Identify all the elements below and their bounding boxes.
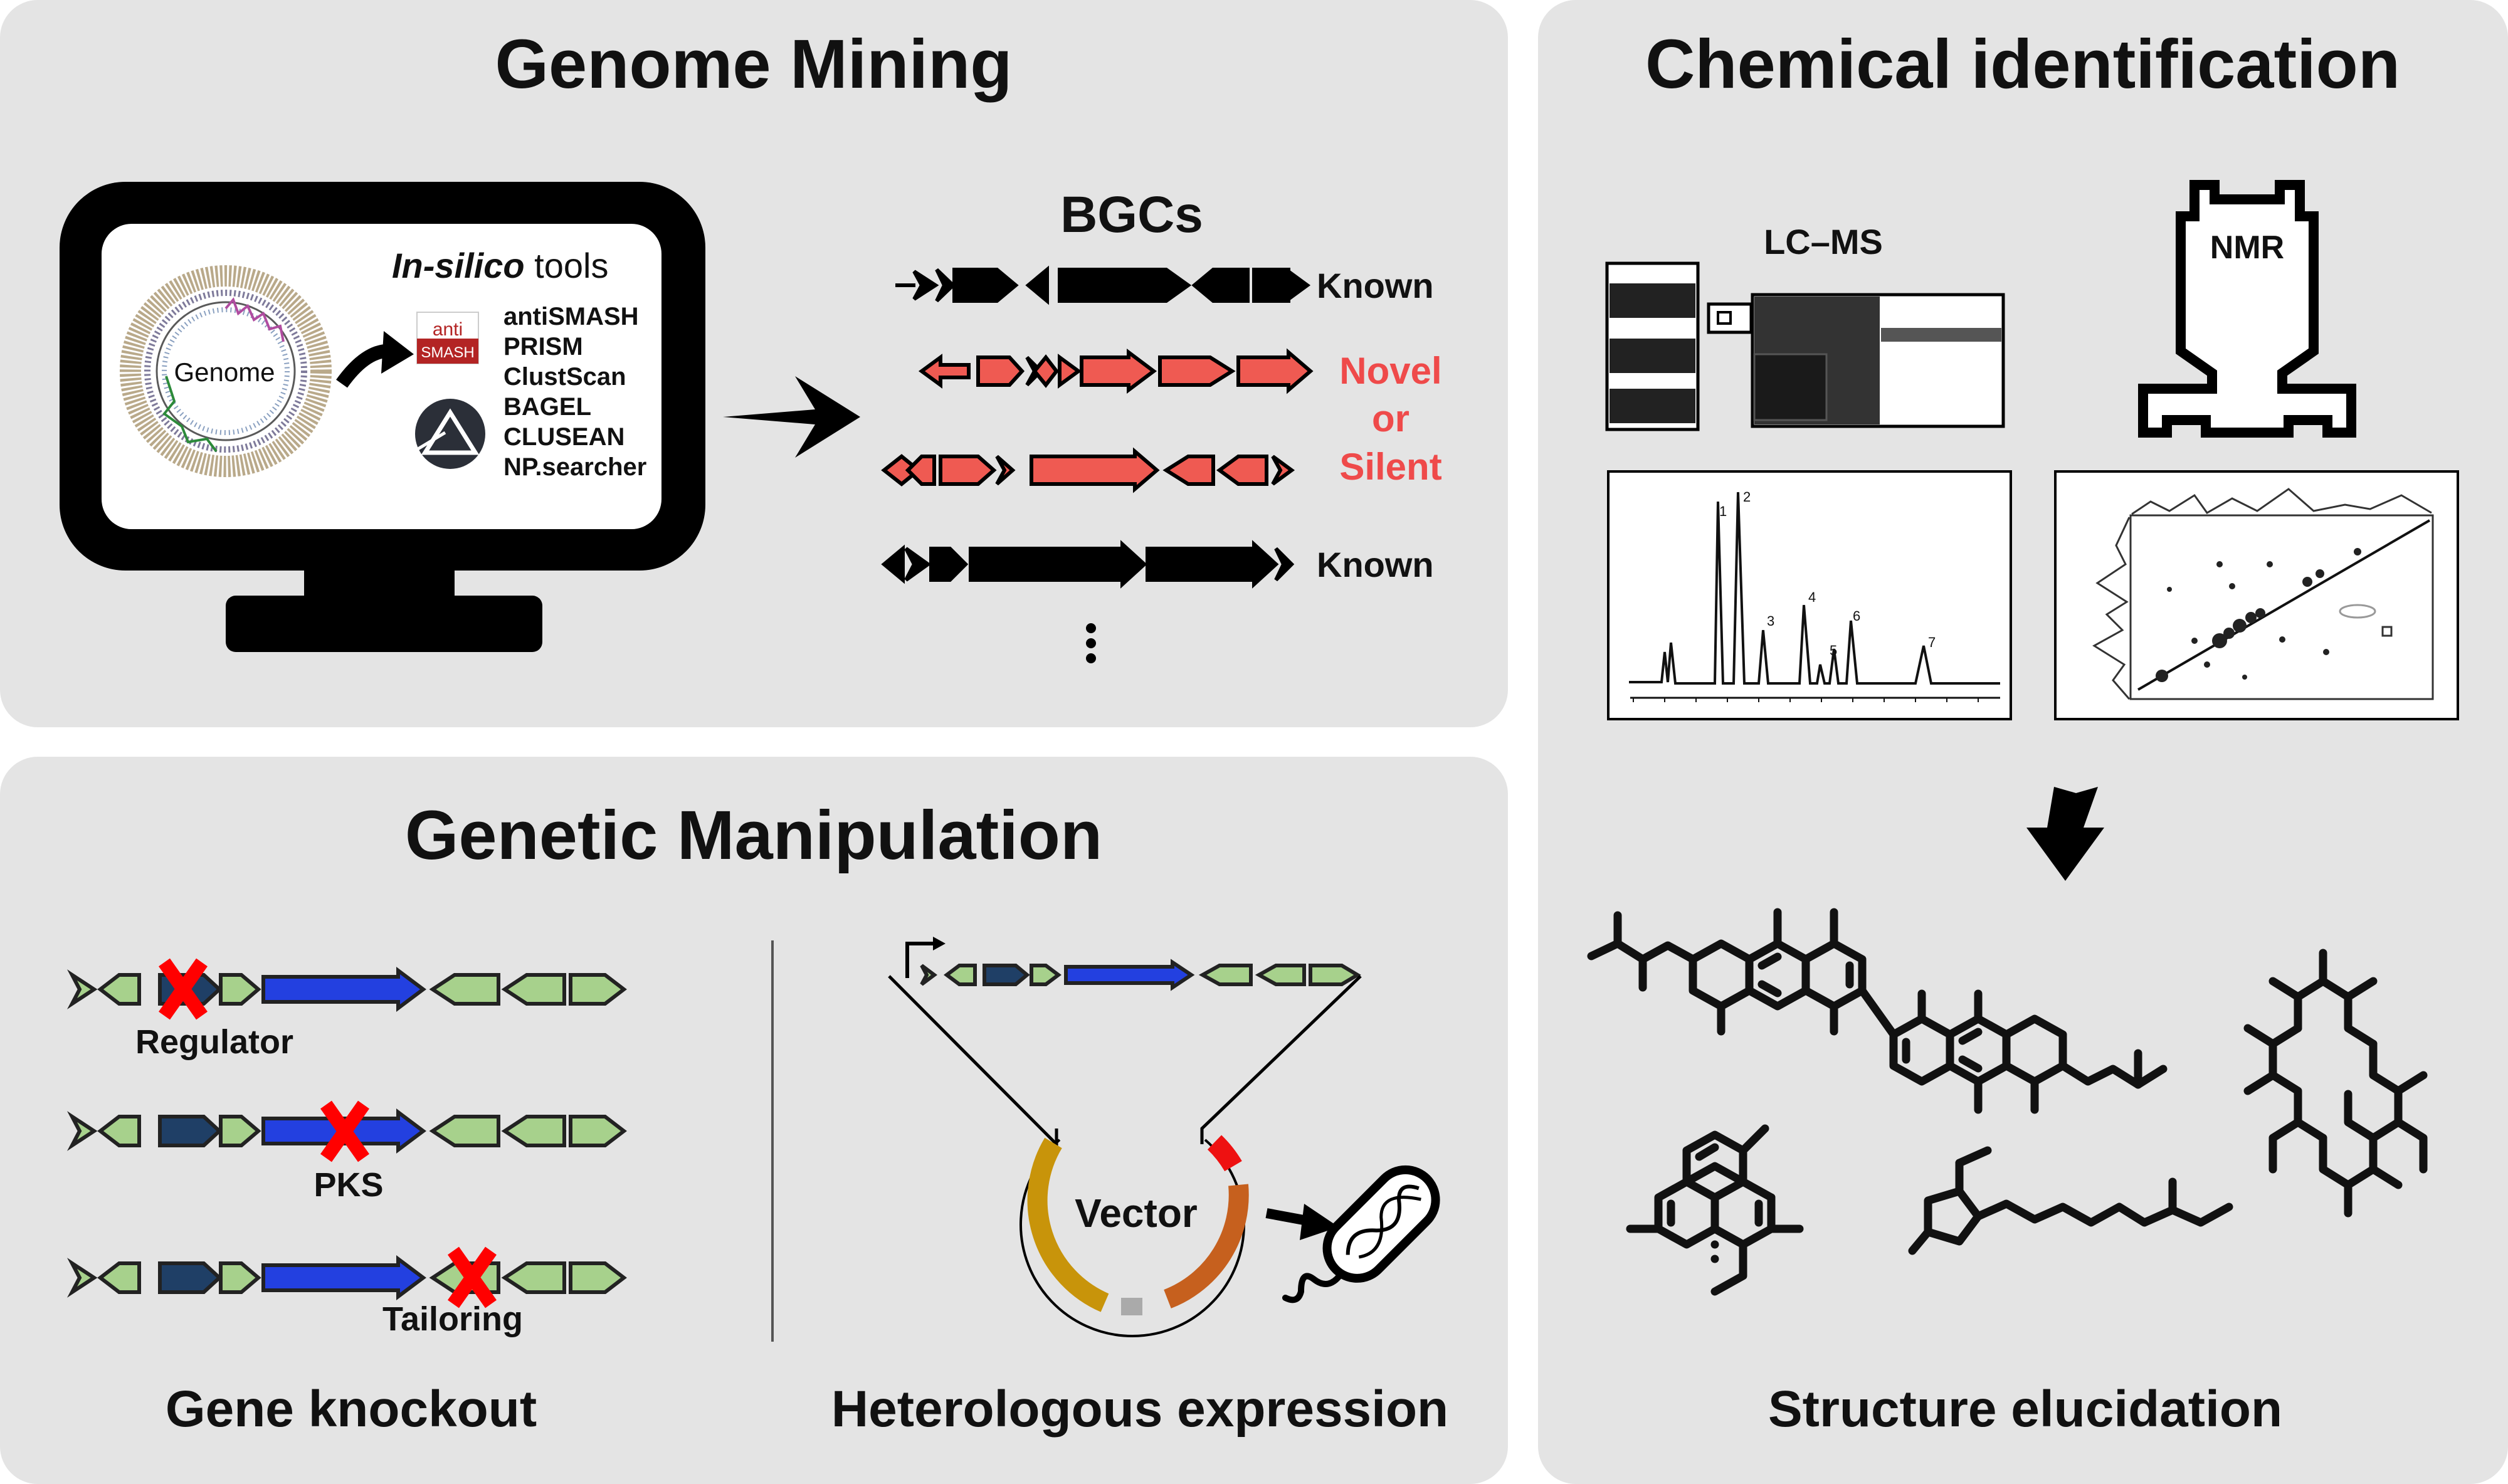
- gene-knockout-caption: Gene knockout: [166, 1381, 537, 1438]
- tool-name: CLUSEAN: [503, 423, 624, 451]
- down-arrow-icon: [2026, 787, 2104, 881]
- tricyclic-bottom-methyl: [1710, 1224, 1747, 1296]
- peak-label: 3: [1767, 613, 1774, 629]
- peak-label: 6: [1853, 608, 1860, 624]
- knockout-cross-icon: [448, 1246, 497, 1308]
- antismash-logo: anti SMASH: [416, 312, 479, 364]
- bgc-label-or: or: [1372, 397, 1409, 439]
- chemical-identification-title: Chemical identification: [1645, 26, 2400, 103]
- knockout-row-tailoring: [67, 1246, 627, 1308]
- branched-molecule: [2243, 949, 2428, 1218]
- peak-label: 4: [1808, 589, 1816, 605]
- lcms-label: LC–MS: [1764, 222, 1883, 261]
- nmr-label: NMR: [2210, 229, 2284, 266]
- genetic-manipulation-title: Genetic Manipulation: [405, 797, 1102, 874]
- chromatogram-plot: 1 2 3 4 5 6 7: [1607, 470, 2012, 720]
- nmr-magnet-icon: [2138, 180, 2356, 438]
- in-silico-tools-heading: In-silico tools: [392, 246, 608, 285]
- knockout-cross-icon: [159, 958, 208, 1020]
- small-right-arrow-icon: [1265, 1204, 1339, 1240]
- knockout-cross-icon: [320, 1100, 369, 1162]
- heterologous-expression-caption: Heterologous expression: [831, 1381, 1448, 1438]
- antismash-logo-bottom: SMASH: [421, 344, 474, 361]
- peak-label: 2: [1743, 489, 1751, 505]
- tool-name: PRISM: [503, 333, 583, 360]
- lcms-instrument-icon: [1605, 261, 2005, 431]
- tool-name: BAGEL: [503, 393, 591, 421]
- expression-cluster: [920, 959, 1361, 991]
- 2d-nmr-spectrum: [2054, 470, 2459, 720]
- antismash-logo-top: anti: [433, 319, 463, 340]
- tool-name: NP.searcher: [503, 453, 646, 481]
- bgcs-heading: BGCs: [1060, 186, 1203, 243]
- bgc-row-silent: [881, 447, 1295, 493]
- vector-label: Vector: [1075, 1191, 1198, 1236]
- genome-mining-title: Genome Mining: [495, 26, 1013, 103]
- genome-label: Genome: [174, 357, 275, 387]
- knockout-label-tailoring: Tailoring: [382, 1300, 523, 1338]
- peak-label: 7: [1928, 634, 1936, 650]
- bgc-label-known: Known: [1317, 266, 1434, 305]
- bgc-label-known: Known: [1317, 545, 1434, 584]
- chemical-identification-panel: [1538, 0, 2508, 1484]
- bgc-row-novel: [918, 348, 1314, 394]
- tricyclic-aromatic-molecule: [1626, 1124, 1804, 1263]
- vector-plasmid-icon: [1020, 1135, 1249, 1338]
- tool-name: ClustScan: [503, 363, 626, 391]
- tools-word: tools: [525, 246, 609, 285]
- bgc-row-known-1: [895, 265, 1311, 305]
- peak-label: 1: [1719, 503, 1727, 519]
- in-silico-word: In-silico: [392, 246, 525, 285]
- bacterium-icon: [1282, 1165, 1440, 1303]
- prism-logo: [413, 399, 485, 469]
- cyclopentane-chain-molecule: [1908, 1146, 2233, 1255]
- promoter-arrow-icon: [905, 937, 946, 978]
- insertion-funnel-right: [1200, 975, 1362, 1144]
- curved-arrow-icon: [336, 331, 414, 388]
- big-right-arrow-icon: [723, 376, 860, 458]
- knockout-label-pks: PKS: [314, 1166, 383, 1204]
- structure-elucidation-caption: Structure elucidation: [1768, 1381, 2282, 1438]
- knockout-label-regulator: Regulator: [135, 1023, 293, 1061]
- bgc-row-known-2: [881, 540, 1295, 589]
- bgc-label-silent: Silent: [1339, 446, 1441, 488]
- knockout-row-regulator: [67, 958, 627, 1020]
- peak-label: 5: [1830, 643, 1837, 658]
- genome-circle-icon: [120, 265, 332, 477]
- bgc-label-novel: Novel: [1339, 350, 1441, 392]
- fused-ring-molecule: [1587, 908, 2168, 1114]
- tool-name: antiSMASH: [503, 303, 639, 330]
- vertical-ellipsis-icon: [1086, 623, 1096, 663]
- knockout-row-pks: [67, 1100, 627, 1162]
